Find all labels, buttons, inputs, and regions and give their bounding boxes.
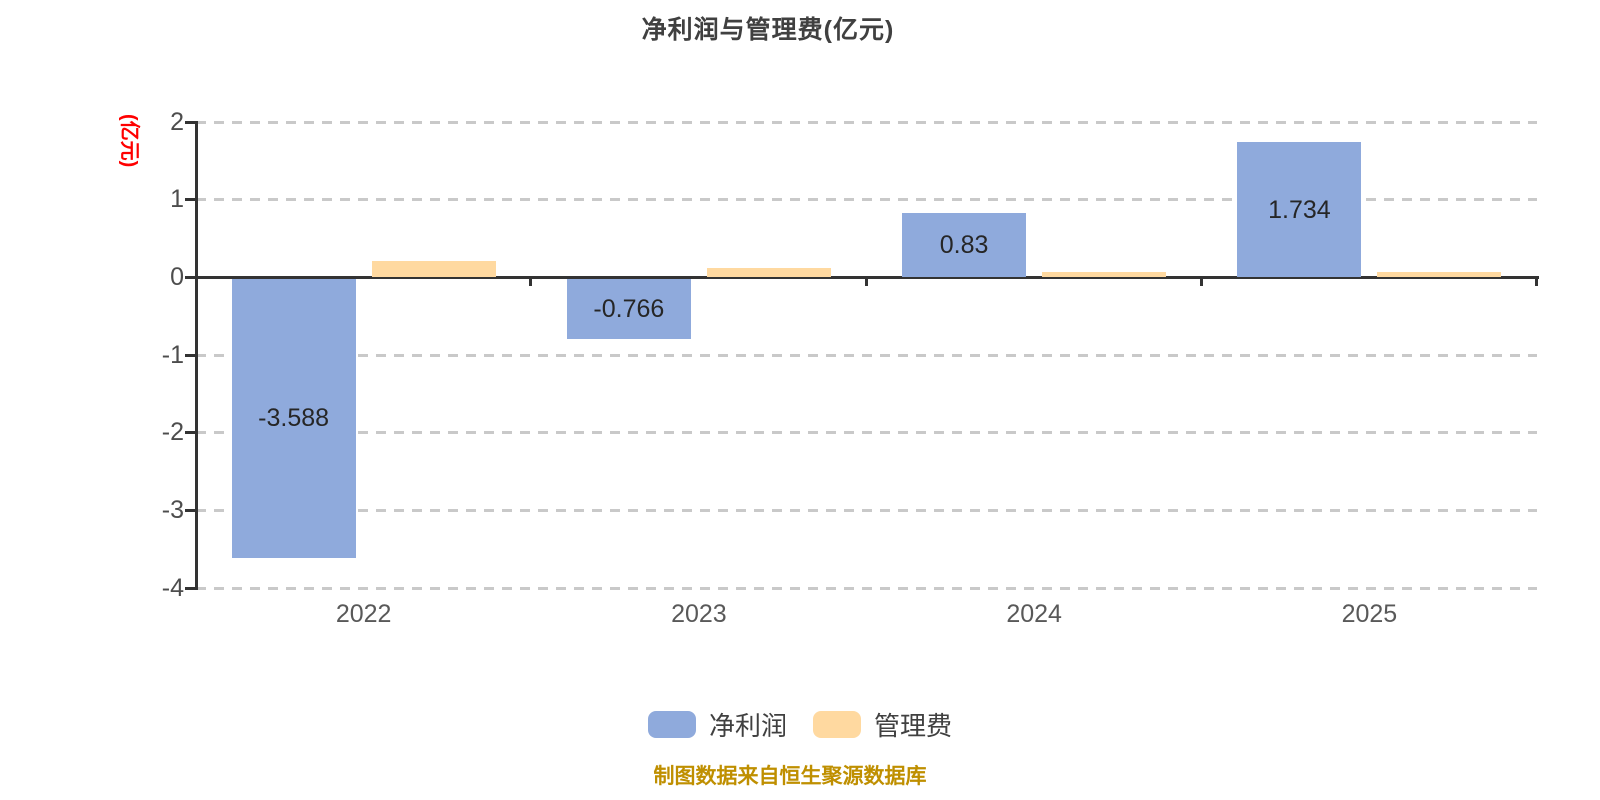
bar-management-fee: [1377, 271, 1502, 277]
bar-management-fee: [1042, 271, 1167, 277]
y-gridline: [196, 509, 1537, 513]
y-axis-tick: [185, 431, 197, 435]
bar-net-profit: [1237, 142, 1362, 277]
y-tick-label: 0: [170, 263, 184, 291]
y-axis-tick: [185, 353, 197, 357]
y-gridline: [196, 353, 1537, 357]
bar-value-label: -3.588: [258, 404, 330, 433]
x-axis-label: 2024: [1006, 600, 1062, 628]
y-axis-tick: [185, 120, 197, 124]
y-axis-tick: [185, 198, 197, 202]
x-axis-label: 2023: [671, 600, 727, 628]
footer-note: 制图数据来自恒生聚源数据库: [653, 765, 927, 788]
x-axis-tick: [1199, 277, 1203, 286]
legend: 净利润 管理费: [0, 706, 1600, 743]
bar-value-label: 1.734: [1268, 195, 1331, 224]
y-tick-label: -4: [161, 573, 184, 602]
x-axis-label: 2025: [1341, 600, 1398, 628]
bar-management-fee: [706, 268, 831, 277]
y-tick-label: -2: [161, 418, 184, 447]
y-tick-label: 1: [170, 185, 184, 214]
x-axis-zero-line: [196, 276, 1539, 279]
bar-net-profit: [566, 279, 691, 339]
legend-label-management-fee: 管理费: [874, 711, 953, 741]
bar-management-fee: [371, 261, 496, 277]
bar-value-label: 0.83: [939, 230, 989, 259]
legend-item-net-profit: 净利润: [647, 706, 787, 743]
chart-title: 净利润与管理费(亿元): [641, 16, 895, 44]
y-axis-line: [195, 120, 198, 590]
y-axis-tick: [185, 586, 197, 590]
y-tick-label: 2: [170, 107, 184, 136]
y-gridline: [196, 586, 1537, 590]
y-tick-label: -3: [161, 496, 184, 525]
net-profit-swatch-icon: [647, 711, 696, 738]
bar-net-profit: [902, 212, 1027, 277]
x-axis-label: 2022: [335, 600, 392, 628]
y-axis-tick: [185, 509, 197, 513]
x-axis-tick: [864, 277, 868, 286]
y-tick-label: -1: [161, 340, 184, 369]
y-gridline: [196, 198, 1537, 202]
x-axis-tick: [1535, 277, 1538, 286]
y-gridline: [196, 431, 1537, 435]
legend-label-net-profit: 净利润: [708, 711, 787, 741]
bar-value-label: -0.766: [593, 294, 665, 323]
x-axis-tick: [529, 277, 533, 286]
management-fee-swatch-icon: [813, 711, 861, 738]
legend-item-management-fee: 管理费: [813, 706, 952, 743]
bar-net-profit: [231, 279, 356, 558]
y-axis-tick: [185, 276, 197, 279]
y-gridline: [196, 120, 1537, 124]
